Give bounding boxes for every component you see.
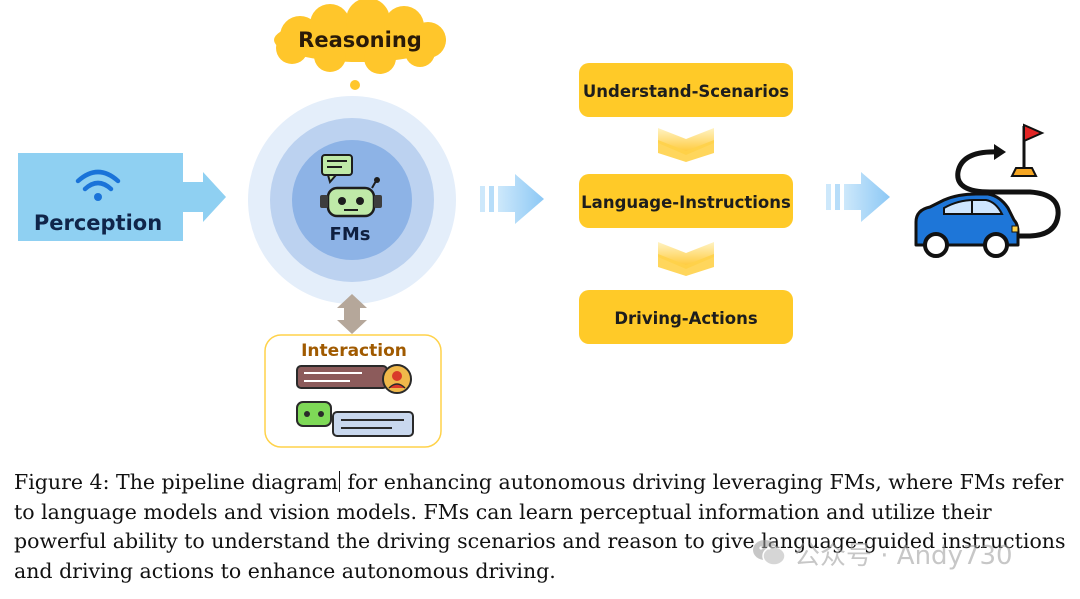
stages-column: Understand-Scenarios Language-Instructio… [579, 63, 793, 344]
stage-language-instructions: Language-Instructions [579, 174, 793, 228]
robot-chat-icon [320, 154, 382, 218]
perception-label: Perception [34, 211, 162, 235]
car-route-flag-icon [914, 123, 1061, 258]
caption-text: Figure 4: The pipeline diagram [14, 470, 338, 494]
figure-caption: Figure 4: The pipeline diagram for enhan… [14, 468, 1066, 586]
perception-arrow [183, 172, 226, 222]
stage-label: Understand-Scenarios [583, 82, 789, 101]
thought-dot [350, 80, 360, 90]
chevron-down-icon [658, 128, 714, 162]
wechat-icon [753, 540, 786, 566]
fms-hub: FMs [248, 96, 456, 304]
stage-understand-scenarios: Understand-Scenarios [579, 63, 793, 117]
perception-block: Perception [18, 153, 226, 241]
caption-line: powerful ability to understand the drivi… [14, 529, 1066, 553]
interaction-box: Interaction [264, 334, 442, 448]
pipeline-diagram: Perception Reasoning [18, 0, 1061, 448]
chat-interaction-icon [296, 364, 414, 437]
arrow-stages-to-car [826, 172, 890, 222]
wifi-icon [75, 169, 121, 201]
chevron-down-icon [658, 242, 714, 276]
caption-text: for enhancing autonomous driving leverag… [340, 470, 1064, 494]
interaction-label: Interaction [301, 341, 407, 361]
watermark: 公众号 · Andy730 [752, 536, 1013, 571]
reasoning-cloud: Reasoning [274, 0, 446, 106]
watermark-text: 公众号 · Andy730 [794, 540, 1013, 571]
reasoning-label: Reasoning [298, 28, 422, 52]
caption-line: and driving actions to enhance autonomou… [14, 558, 556, 583]
caption-line: to language models and vision models. FM… [14, 499, 992, 524]
stage-driving-actions: Driving-Actions [579, 290, 793, 344]
stage-label: Driving-Actions [614, 309, 757, 328]
fms-label: FMs [330, 224, 371, 245]
text-cursor [338, 471, 340, 492]
caption-line: Figure 4: The pipeline diagram for enhan… [14, 468, 1066, 498]
arrow-fms-to-stages [480, 174, 544, 224]
stage-label: Language-Instructions [581, 193, 791, 212]
bidirectional-arrow [337, 294, 367, 334]
